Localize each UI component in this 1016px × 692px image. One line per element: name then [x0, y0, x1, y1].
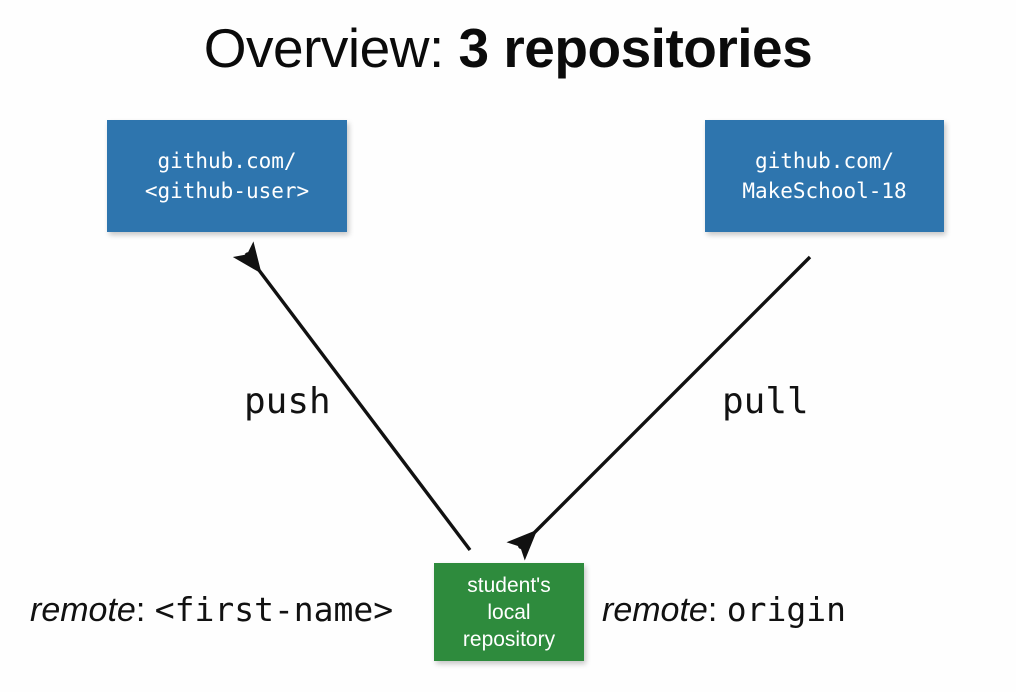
remote-caption-left-separator: : — [135, 591, 146, 629]
repo-box-local-line2: local — [487, 600, 531, 624]
page-title-light: Overview: — [203, 17, 459, 79]
push-arrow — [232, 241, 472, 552]
page-title-bold: 3 repositories — [458, 17, 813, 79]
repo-box-local-line3: repository — [462, 627, 556, 651]
remote-caption-right-separator: : — [707, 591, 718, 629]
repo-box-makeschool-line2: MakeSchool-18 — [742, 179, 907, 203]
remote-caption-right-value: origin — [726, 590, 846, 629]
remote-caption-left-value: <first-name> — [154, 590, 394, 629]
repo-box-github-user-line2: <github-user> — [144, 179, 310, 203]
push-arrow-label: push — [244, 381, 331, 422]
pull-arrow — [506, 255, 812, 561]
pull-arrow-label: pull — [722, 381, 809, 422]
repo-box-github-user[interactable]: github.com/ <github-user> — [107, 120, 347, 232]
repo-box-makeschool[interactable]: github.com/ MakeSchool-18 — [705, 120, 944, 232]
remote-caption-right: remote: origin — [602, 589, 846, 631]
page-title: Overview: 3 repositories — [0, 16, 1016, 80]
repo-box-local-line1: student's — [467, 573, 551, 597]
repo-box-github-user-line1: github.com/ — [157, 149, 297, 173]
remote-caption-left-key: remote — [30, 591, 136, 629]
remote-caption-right-key: remote — [602, 591, 708, 629]
repo-box-local[interactable]: student's local repository — [434, 563, 584, 661]
repo-box-makeschool-line1: github.com/ — [754, 149, 895, 173]
remote-caption-left: remote: <first-name> — [30, 589, 393, 631]
